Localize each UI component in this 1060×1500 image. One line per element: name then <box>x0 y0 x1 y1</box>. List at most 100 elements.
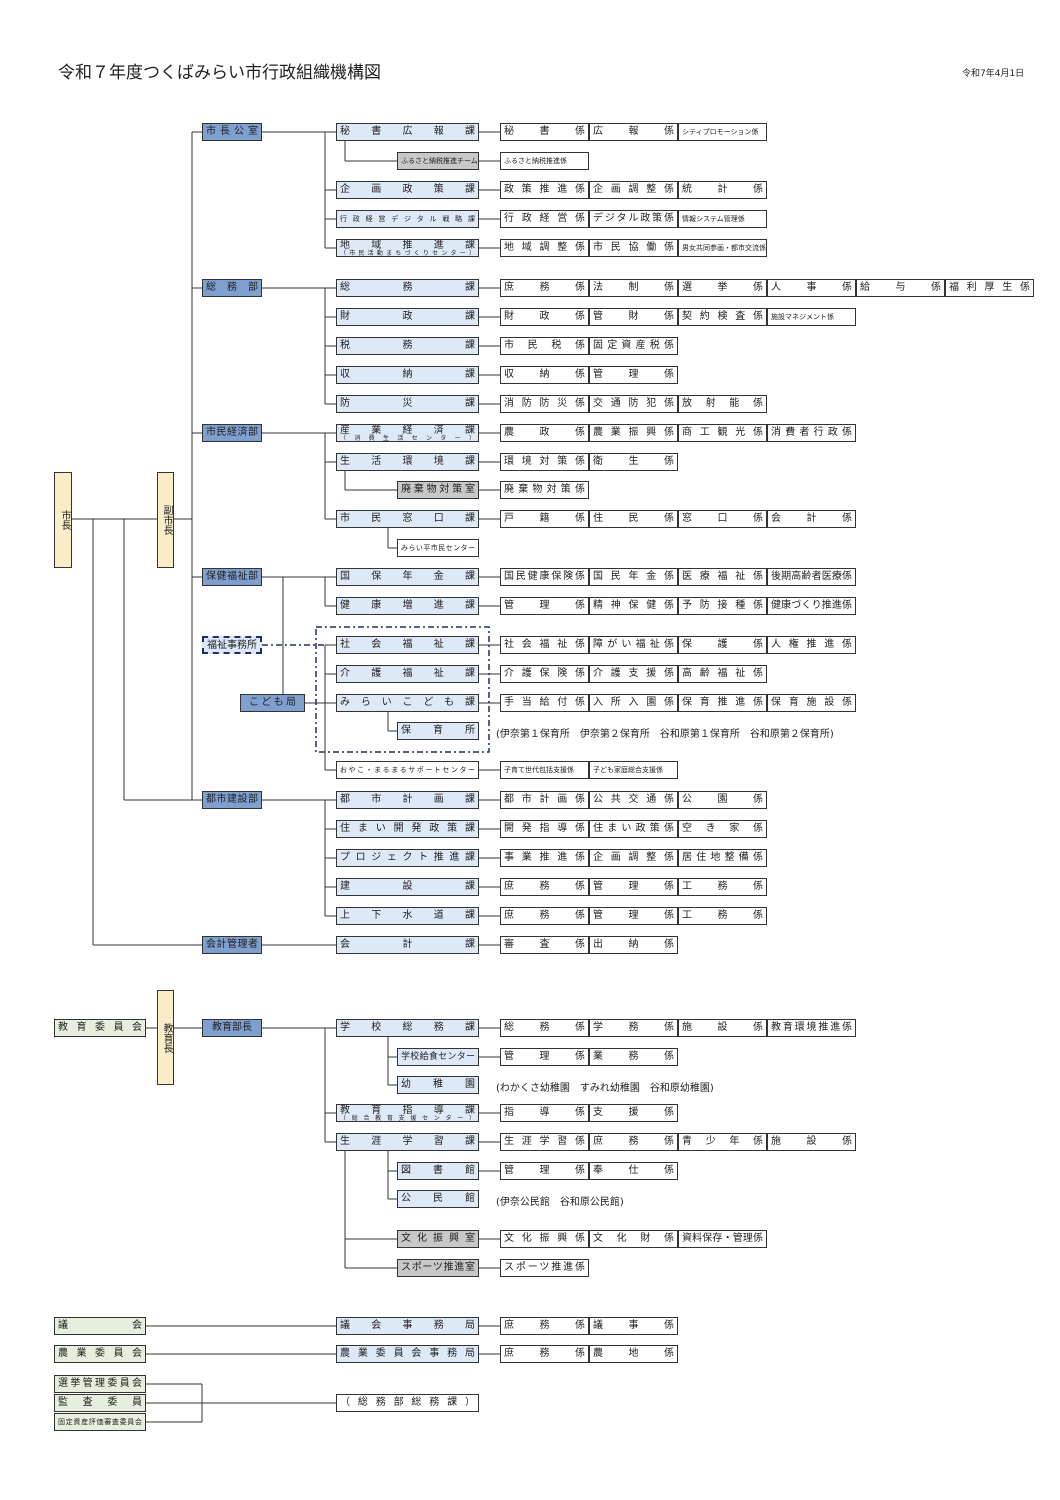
kakari-box: 環境対策係 <box>500 453 589 471</box>
kakari-box: 青少年係 <box>678 1133 767 1151</box>
kakari-box: 放射能係 <box>678 395 767 413</box>
ka-chiiki-sub: （市民活動まちづくりセンター） <box>340 250 475 257</box>
edu-kominkan: 公民館 <box>397 1190 479 1208</box>
edu-tosho: 図書館 <box>397 1162 479 1180</box>
kakari-box: 指導係 <box>500 1104 589 1122</box>
dept-shichokoshitsu: 市長公室 <box>202 123 262 141</box>
yochien-note: (わかくさ幼稚園 すみれ幼稚園 谷和原幼稚園) <box>496 1083 714 1094</box>
edu-chief: 教育長 <box>157 990 174 1085</box>
kakari-box: 教育環境推進係 <box>767 1019 856 1037</box>
kakari-box: 居住地整備係 <box>678 849 767 867</box>
ka-kenko: 健康増進課 <box>336 597 479 615</box>
edu-bunka: 文化振興室 <box>397 1230 479 1248</box>
edu-gakko: 学校総務課 <box>336 1019 479 1037</box>
ka-project: プロジェクト推進課 <box>336 849 479 867</box>
dept-somu: 総務部 <box>202 279 262 297</box>
ka-miraikodomo: みらいこども課 <box>336 694 479 712</box>
kakari-box: 社会福祉係 <box>500 636 589 654</box>
kakari-box: 国民健康保険係 <box>500 568 589 586</box>
edu-shido-sub: （総合教育支援センター） <box>340 1115 475 1122</box>
edu-yochien: 幼稚園 <box>397 1076 479 1094</box>
kakari-box: 選挙係 <box>678 279 767 297</box>
kakari-box: 管理係 <box>589 878 678 896</box>
dept-shiminkeizai: 市民経済部 <box>202 424 262 442</box>
ka-haikibutsu: 廃棄物対策室 <box>397 481 479 499</box>
hoikusho-note: (伊奈第１保育所 伊奈第２保育所 谷和原第１保育所 谷和原第２保育所) <box>496 729 834 740</box>
dept-toshikensetsu: 都市建設部 <box>202 791 262 809</box>
kakari-box: 消防防災係 <box>500 395 589 413</box>
kakari-box: 文化振興係 <box>500 1230 589 1248</box>
ka-toshikeikaku: 都市計画課 <box>336 791 479 809</box>
kakari-box: 人権推進係 <box>767 636 856 654</box>
kakari-box: 管理係 <box>500 1162 589 1180</box>
kakari-box: 庶務係 <box>589 1133 678 1151</box>
kakari-box: 政策推進係 <box>500 181 589 199</box>
kakari-box: 収納係 <box>500 366 589 384</box>
kakari-box: 資料保存・管理係 <box>678 1230 767 1248</box>
kakari-box: 男女共同参画・都市交流係 <box>678 239 767 257</box>
ka-kensetsu: 建設課 <box>336 878 479 896</box>
kakari-box: 精神保健係 <box>589 597 678 615</box>
ka-chiiki-label: 地域推進課 <box>340 240 475 251</box>
ka-sangyo: 産業経済課（消費生活センター） <box>336 424 479 442</box>
kakari-box: 議事係 <box>589 1317 678 1335</box>
kakari-box: 市民税係 <box>500 337 589 355</box>
ka-gyosei: 行政経営デジタル戦略課 <box>336 210 479 228</box>
kakari-box: 保育施設係 <box>767 694 856 712</box>
other-somuka-ref: （総務部総務課） <box>336 1394 479 1412</box>
kakari-box: 入所入園係 <box>589 694 678 712</box>
edu-board: 教育委員会 <box>54 1019 146 1037</box>
kakari-box: 給与係 <box>856 279 945 297</box>
kakari-box: 空き家係 <box>678 820 767 838</box>
dept-kaikei: 会計管理者 <box>202 936 262 954</box>
kakari-box: 戸籍係 <box>500 510 589 528</box>
kakari-box: 財政係 <box>500 308 589 326</box>
dept-fukushijimusho: 福祉事務所 <box>202 636 262 654</box>
kakari-box: 文化財係 <box>589 1230 678 1248</box>
ka-kikaku: 企画政策課 <box>336 181 479 199</box>
kakari-box: 住まい政策係 <box>589 820 678 838</box>
kakari-box: 保育推進係 <box>678 694 767 712</box>
ka-zaisei: 財政課 <box>336 308 479 326</box>
kakari-box: 統計係 <box>678 181 767 199</box>
kakari-box: 工務係 <box>678 907 767 925</box>
other-senkyo: 選挙管理委員会 <box>54 1375 146 1393</box>
kakari-box: 庶務係 <box>500 907 589 925</box>
kakari-box: 子ども家庭総合支援係 <box>589 761 678 779</box>
kakari-box: 子育て世代包括支援係 <box>500 761 589 779</box>
kakari-box: 医療福祉係 <box>678 568 767 586</box>
ka-sangyo-label: 産業経済課 <box>340 425 475 436</box>
kakari-box: 庶務係 <box>500 279 589 297</box>
ka-shuno: 収納課 <box>336 366 479 384</box>
kakari-box: 企画調整係 <box>589 849 678 867</box>
kakari-box: 学務係 <box>589 1019 678 1037</box>
kakari-box: 廃棄物対策係 <box>500 481 589 499</box>
kakari-box: 企画調整係 <box>589 181 678 199</box>
kakari-box: 固定資産税係 <box>589 337 678 355</box>
kakari-box: 健康づくり推進係 <box>767 597 856 615</box>
edu-sports: スポーツ推進室 <box>397 1259 479 1277</box>
other-nogyo-jimu: 農業委員会事務局 <box>336 1345 479 1363</box>
ka-oyako: おやこ・まるまるサポートセンター <box>336 761 479 779</box>
ka-kaigo: 介護福祉課 <box>336 665 479 683</box>
kakari-box: 公園係 <box>678 791 767 809</box>
mayor-box: 市長 <box>54 472 72 568</box>
kakari-box: 交通防犯係 <box>589 395 678 413</box>
ka-mirai-center: みらい平市民センター <box>397 539 479 557</box>
kakari-box: 行政経営係 <box>500 210 589 228</box>
kakari-box: 支援係 <box>589 1104 678 1122</box>
other-kotei: 固定資産評価審査委員会 <box>54 1413 146 1431</box>
edu-dept: 教育部長 <box>202 1019 262 1037</box>
kakari-box: 福利厚生係 <box>945 279 1034 297</box>
kakari-box: 後期高齢者医療係 <box>767 568 856 586</box>
dept-kodomo: こども局 <box>240 694 305 712</box>
vice-mayor-box: 副市長 <box>157 472 174 568</box>
kakari-box: 審査係 <box>500 936 589 954</box>
ka-zeimu: 税務課 <box>336 337 479 355</box>
kakari-box: 法制係 <box>589 279 678 297</box>
other-nogyo: 農業委員会 <box>54 1345 146 1363</box>
ka-sangyo-sub: （消費生活センター） <box>340 435 475 442</box>
kakari-box: 農業振興係 <box>589 424 678 442</box>
ka-furusato-team: ふるさと納税推進チーム <box>397 152 479 170</box>
